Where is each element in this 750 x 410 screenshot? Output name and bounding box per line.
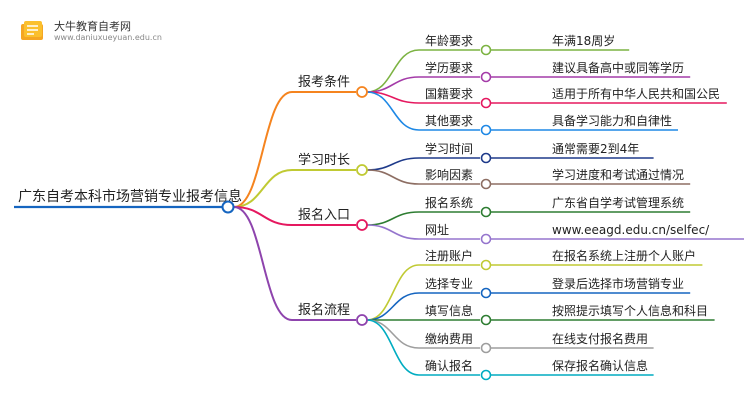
root-label: 广东自考本科市场营销专业报考信息 bbox=[18, 188, 242, 205]
branch-connector-3 bbox=[233, 206, 293, 226]
leaf-node-3-2 bbox=[480, 233, 492, 245]
leaf-connector-1-4 bbox=[366, 91, 420, 131]
leaf-connector-4-2 bbox=[366, 292, 420, 321]
leaf-node-4-2 bbox=[480, 287, 492, 299]
leaf-connector-3-1 bbox=[366, 211, 420, 226]
value-label-2-1: 通常需要2到4年 bbox=[552, 142, 639, 156]
value-label-1-3: 适用于所有中华人民共和国公民 bbox=[552, 86, 720, 101]
value-label-4-5: 保存报名确认信息 bbox=[552, 358, 648, 373]
branch-label-3: 报名入口 bbox=[298, 207, 350, 223]
leaf-label-1-1: 年龄要求 bbox=[425, 34, 473, 48]
leaf-node-2-2 bbox=[480, 178, 492, 190]
leaf-label-3-1: 报名系统 bbox=[425, 195, 473, 210]
leaf-label-3-2: 网址 bbox=[425, 223, 449, 237]
branch-label-4: 报名流程 bbox=[298, 302, 350, 318]
leaf-label-4-3: 填写信息 bbox=[425, 303, 473, 318]
value-label-1-2: 建议具备高中或同等学历 bbox=[552, 60, 684, 75]
logo-url: www.daniuxueyuan.edu.cn bbox=[54, 32, 162, 42]
leaf-label-4-1: 注册账户 bbox=[425, 248, 473, 263]
value-label-2-2: 学习进度和考试通过情况 bbox=[552, 167, 684, 182]
branch-connector-1 bbox=[233, 91, 293, 208]
leaf-node-1-2 bbox=[480, 71, 492, 83]
logo: 大牛教育自考网 www.daniuxueyuan.edu.cn bbox=[18, 18, 162, 44]
leaf-label-1-2: 学历要求 bbox=[425, 60, 473, 75]
leaf-node-1-4 bbox=[480, 124, 492, 136]
value-label-4-3: 按照提示填写个人信息和科目 bbox=[552, 303, 708, 318]
leaf-connector-1-1 bbox=[366, 49, 420, 93]
value-label-3-1: 广东省自学考试管理系统 bbox=[552, 195, 684, 210]
leaf-label-2-2: 影响因素 bbox=[425, 167, 473, 182]
leaf-node-2-1 bbox=[480, 152, 492, 164]
value-label-4-2: 登录后选择市场营销专业 bbox=[552, 276, 684, 291]
leaf-node-4-4 bbox=[480, 342, 492, 354]
branch-node-2 bbox=[356, 164, 368, 176]
branch-node-3 bbox=[356, 219, 368, 231]
logo-name: 大牛教育自考网 bbox=[54, 19, 131, 33]
leaf-node-4-5 bbox=[480, 369, 492, 381]
leaf-node-1-1 bbox=[480, 44, 492, 56]
leaf-connector-4-5 bbox=[366, 319, 420, 376]
leaf-connector-3-2 bbox=[366, 224, 420, 240]
root-node bbox=[221, 200, 235, 214]
branch-connector-2 bbox=[233, 169, 293, 208]
leaf-node-4-1 bbox=[480, 259, 492, 271]
value-label-4-1: 在报名系统上注册个人账户 bbox=[552, 248, 696, 263]
book-logo-icon bbox=[21, 21, 43, 40]
leaf-connector-4-1 bbox=[366, 264, 420, 321]
branch-node-4 bbox=[356, 314, 368, 326]
leaf-label-1-4: 其他要求 bbox=[425, 114, 473, 128]
value-label-1-4: 具备学习能力和自律性 bbox=[552, 113, 672, 128]
leaf-label-2-1: 学习时间 bbox=[425, 141, 473, 156]
leaf-label-4-5: 确认报名 bbox=[425, 358, 473, 373]
leaf-node-3-1 bbox=[480, 206, 492, 218]
leaf-connector-2-1 bbox=[366, 157, 420, 171]
leaf-node-4-3 bbox=[480, 314, 492, 326]
leaf-connector-4-4 bbox=[366, 319, 420, 349]
value-label-4-4: 在线支付报名费用 bbox=[552, 331, 648, 346]
leaf-label-4-2: 选择专业 bbox=[425, 276, 473, 291]
leaf-label-4-4: 缴纳费用 bbox=[425, 331, 473, 346]
value-label-1-1: 年满18周岁 bbox=[552, 33, 615, 48]
value-label-3-2: www.eeagd.edu.cn/selfec/ bbox=[552, 223, 710, 237]
branch-label-2: 学习时长 bbox=[298, 152, 350, 168]
leaf-node-1-3 bbox=[480, 97, 492, 109]
branch-node-1 bbox=[356, 86, 368, 98]
branch-label-1: 报考条件 bbox=[298, 74, 350, 90]
branch-connector-4 bbox=[233, 206, 293, 321]
leaf-label-1-3: 国籍要求 bbox=[425, 86, 473, 101]
leaf-connector-2-2 bbox=[366, 169, 420, 185]
